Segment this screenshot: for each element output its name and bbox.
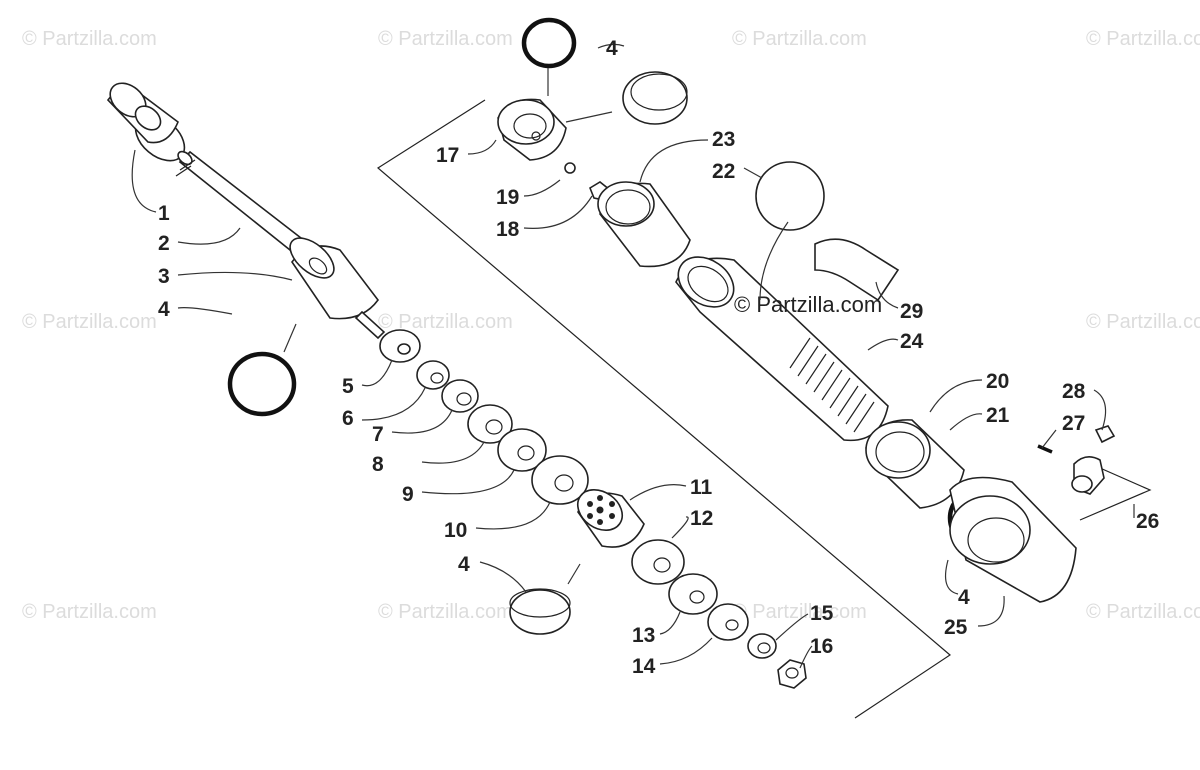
label-4-top: 4 — [606, 37, 618, 60]
watermarks: © Partzilla.com © Partzilla.com © Partzi… — [22, 28, 1200, 623]
label-4-left: 4 — [158, 298, 170, 321]
part-4-top-band — [622, 71, 688, 125]
watermark-bottom-center-right: © Partzilla.com — [732, 601, 867, 623]
watermark-top-left: © Partzilla.com — [22, 28, 157, 50]
part-25-end-cap — [949, 476, 1077, 603]
part-4-oring-left — [227, 351, 297, 417]
label-7: 7 — [372, 423, 384, 446]
label-1: 1 — [158, 202, 170, 225]
label-4-piston: 4 — [458, 553, 470, 576]
label-11: 11 — [690, 476, 713, 499]
part-4-oring-top — [521, 17, 577, 69]
part-16-nut — [777, 659, 807, 689]
label-13: 13 — [632, 624, 655, 647]
label-2: 2 — [158, 232, 170, 255]
watermark-mid-left: © Partzilla.com — [22, 311, 157, 333]
watermark-top-right: © Partzilla.com — [1086, 28, 1200, 50]
part-12-washer — [631, 539, 685, 585]
label-17: 17 — [436, 144, 459, 167]
label-28: 28 — [1062, 380, 1086, 403]
label-23: 23 — [712, 128, 735, 151]
part-19-ring — [564, 162, 576, 174]
part-27-oring-small — [1037, 444, 1053, 454]
part-9-washer — [497, 428, 547, 472]
part-20-21-lock-rings — [865, 419, 965, 509]
part-26-fitting — [1071, 456, 1105, 495]
part-22-disc — [755, 161, 825, 231]
watermark-top-center-right: © Partzilla.com — [732, 28, 867, 50]
part-10-washer — [531, 455, 589, 505]
label-25: 25 — [944, 616, 968, 639]
label-29: 29 — [900, 300, 923, 323]
part-4-piston-band — [509, 588, 571, 635]
part-1-bushing — [106, 82, 186, 162]
label-8: 8 — [372, 453, 384, 476]
leader-lines — [131, 43, 1135, 669]
label-19: 19 — [496, 186, 519, 209]
watermark-top-center-left: © Partzilla.com — [378, 28, 513, 50]
label-6: 6 — [342, 407, 354, 430]
part-14-washer — [707, 603, 749, 641]
label-3: 3 — [158, 265, 170, 288]
part-23-sleeve — [597, 181, 691, 268]
watermark-bottom-center-left: © Partzilla.com — [378, 601, 513, 623]
part-24-body-tube — [675, 256, 889, 442]
part-7-washer — [441, 379, 479, 413]
assembly-bracket — [376, 99, 951, 719]
watermark-bottom-right: © Partzilla.com — [1086, 601, 1200, 623]
label-10: 10 — [444, 519, 467, 542]
center-watermark: © Partzilla.com — [734, 292, 882, 317]
part-5-washer — [379, 329, 421, 363]
part-29-seal — [814, 238, 900, 302]
watermark-mid-center-left: © Partzilla.com — [378, 311, 513, 333]
label-21: 21 — [986, 404, 1010, 427]
watermark-mid-right: © Partzilla.com — [1086, 311, 1200, 333]
part-15-washer — [747, 633, 777, 659]
label-27: 27 — [1062, 412, 1085, 435]
label-5: 5 — [342, 375, 354, 398]
label-12: 12 — [690, 507, 713, 530]
part-8-washer — [467, 404, 513, 444]
label-16: 16 — [810, 635, 833, 658]
watermark-bottom-left: © Partzilla.com — [22, 601, 157, 623]
label-18: 18 — [496, 218, 520, 241]
part-17-reservoir-cap — [497, 98, 567, 161]
tube-ridges — [789, 337, 875, 433]
label-4-right: 4 — [958, 586, 970, 609]
part-3-body-head — [289, 237, 386, 340]
label-9: 9 — [402, 483, 414, 506]
part-13-washer — [668, 573, 718, 615]
label-26: 26 — [1136, 510, 1159, 533]
part-11-piston — [576, 489, 645, 548]
label-15: 15 — [810, 602, 834, 625]
part-28-screw — [1094, 425, 1116, 444]
label-20: 20 — [986, 370, 1009, 393]
label-22: 22 — [712, 160, 735, 183]
label-14: 14 — [632, 655, 656, 678]
part-labels: 1 2 3 4 5 6 7 8 9 10 11 12 4 13 14 15 16… — [158, 37, 1159, 678]
label-24: 24 — [900, 330, 924, 353]
part-6-washer — [416, 360, 450, 390]
bracket-26 — [1079, 467, 1152, 521]
